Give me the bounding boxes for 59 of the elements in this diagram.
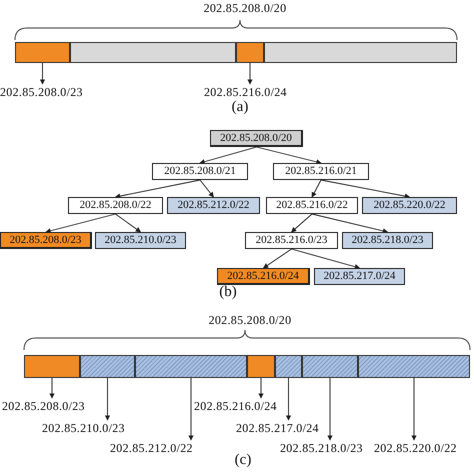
address-label: 202.85.210.0/23: [42, 420, 132, 435]
arrow: [199, 146, 257, 164]
address-segment: [135, 355, 247, 378]
arrow: [115, 214, 142, 232]
arrow: [411, 378, 417, 441]
address-segment: [70, 42, 236, 63]
address-box: 202.85.208.0/22: [68, 197, 163, 214]
address-box: 202.85.216.0/23: [245, 232, 338, 249]
address-label: 202.85.208.0/23: [0, 84, 90, 99]
address-box: 202.85.210.0/23: [95, 232, 186, 249]
address-box: 202.85.220.0/22: [362, 197, 457, 214]
address-segment: [236, 42, 264, 63]
address-box: 202.85.218.0/23: [342, 232, 433, 249]
arrow: [247, 62, 253, 85]
range-label: 202.85.208.0/20: [202, 2, 288, 14]
arrow: [188, 378, 194, 441]
address-label: 202.85.218.0/23: [280, 440, 370, 455]
address-box: 202.85.216.0/22: [266, 197, 358, 214]
address-box: 202.85.216.0/24: [217, 268, 310, 285]
address-box: 202.85.216.0/21: [273, 163, 369, 180]
address-segment: [275, 355, 302, 378]
arrow: [262, 248, 292, 268]
address-label: 202.85.220.0/22: [374, 440, 464, 455]
panel-caption: (a): [230, 100, 250, 115]
arrow: [258, 378, 264, 399]
address-segment: [80, 355, 135, 378]
address-segment: [247, 355, 275, 378]
arrow: [45, 214, 116, 234]
address-box: 202.85.208.0/20: [210, 130, 303, 147]
address-segment: [264, 42, 457, 63]
arrow: [286, 378, 292, 421]
arrow: [40, 62, 46, 85]
address-label: 202.85.217.0/24: [236, 420, 326, 435]
arrow: [104, 378, 110, 421]
arrow: [312, 180, 322, 198]
arrow: [200, 180, 214, 198]
address-box: 202.85.217.0/24: [314, 268, 405, 285]
arrow: [114, 180, 200, 199]
address-box: 202.85.208.0/23: [0, 232, 92, 249]
arrow: [327, 378, 333, 441]
address-segment: [15, 42, 70, 63]
range-label: 202.85.208.0/20: [208, 314, 292, 326]
arrow: [312, 214, 388, 234]
arrow: [320, 180, 410, 199]
panel-caption: (c): [234, 453, 252, 468]
arrow: [291, 248, 360, 270]
arrow: [256, 146, 322, 164]
address-label: 202.85.208.0/23: [2, 398, 92, 413]
address-label: 202.85.216.0/24: [204, 84, 294, 99]
address-label: 202.85.216.0/24: [194, 398, 284, 413]
panel-caption: (b): [218, 285, 238, 300]
address-segment: [358, 355, 470, 378]
arrow: [49, 378, 55, 399]
address-box: 202.85.212.0/22: [167, 197, 260, 214]
address-segment: [24, 355, 80, 378]
address-box: 202.85.208.0/21: [152, 163, 248, 180]
address-label: 202.85.212.0/22: [110, 440, 200, 455]
address-segment: [302, 355, 358, 378]
arrow: [291, 214, 312, 232]
